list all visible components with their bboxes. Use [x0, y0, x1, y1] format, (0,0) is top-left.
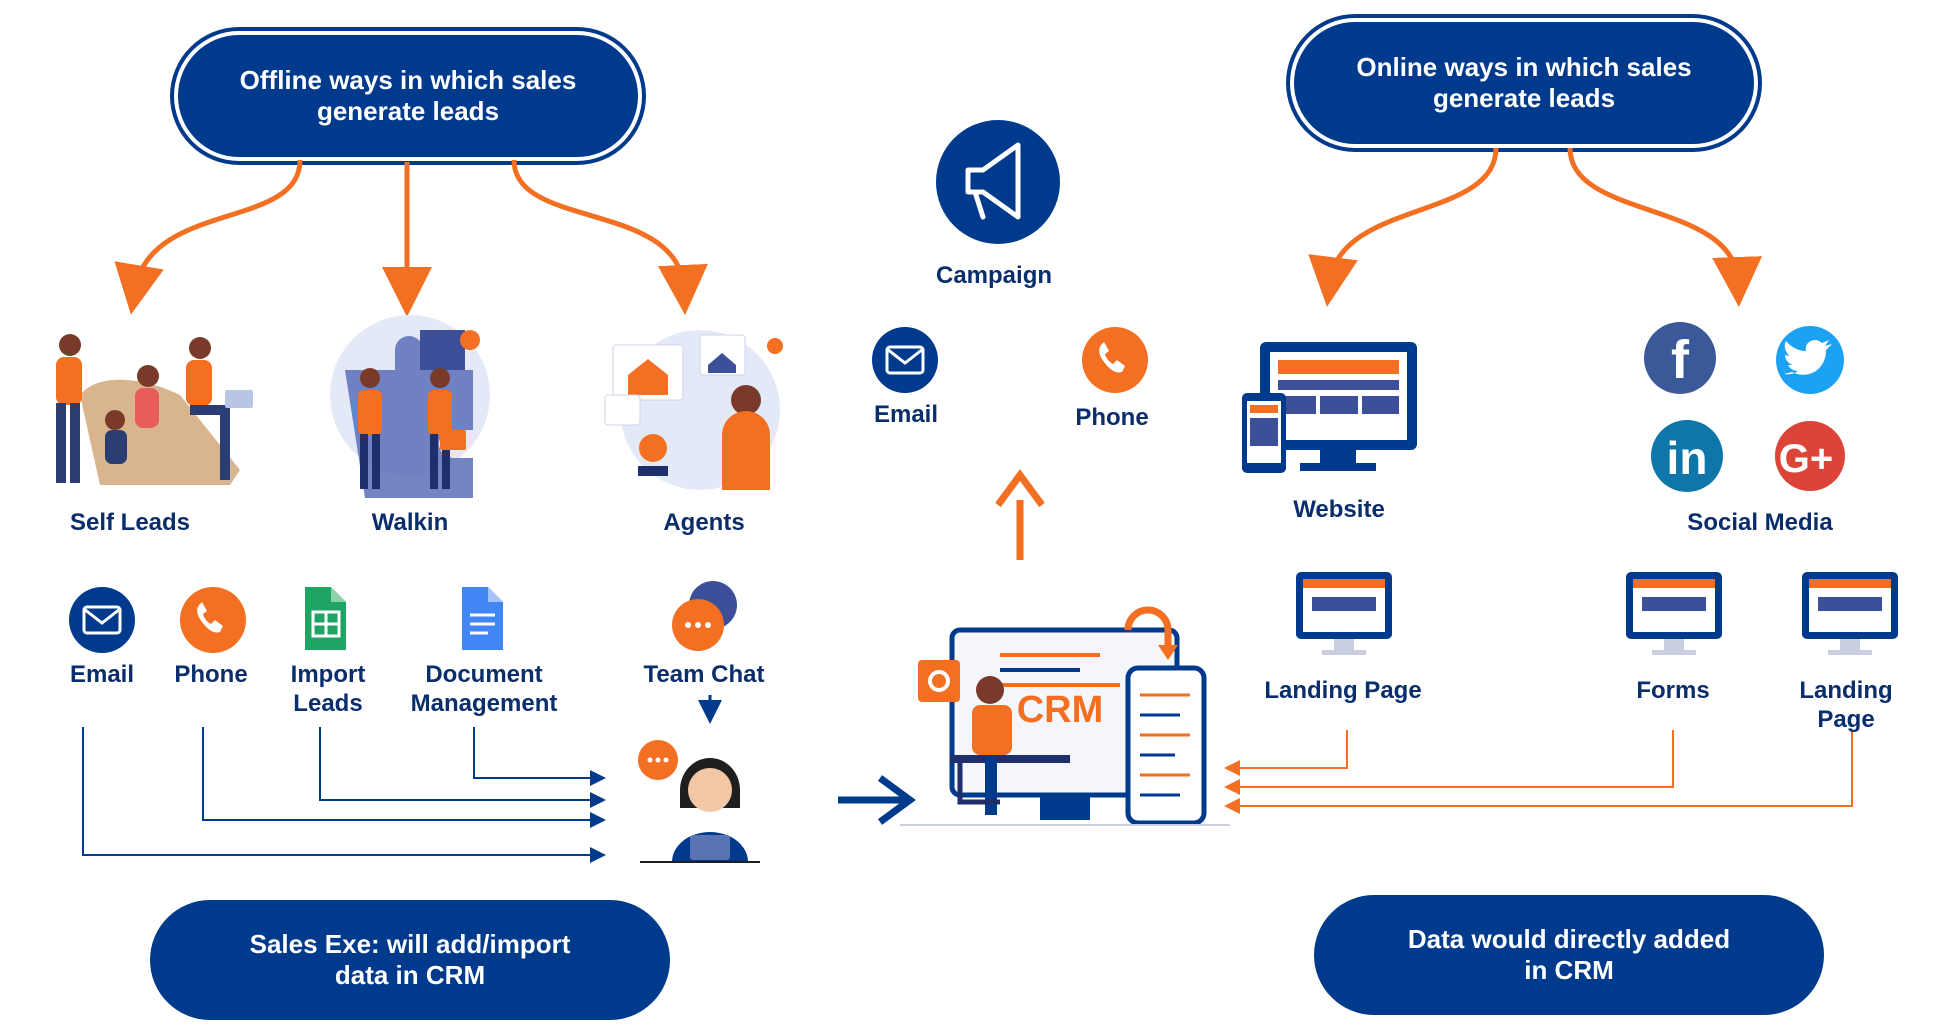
- offline-header: Offline ways in which sales generate lea…: [178, 35, 638, 157]
- google-plus-icon: G+: [1775, 421, 1845, 491]
- offline-email-icon: [69, 587, 135, 653]
- svg-text:in: in: [1667, 432, 1708, 484]
- connector-landing-page-1: [1224, 730, 1348, 776]
- crm-text: CRM: [1017, 689, 1104, 731]
- twitter-icon: [1776, 326, 1844, 394]
- connector-document: [473, 727, 606, 786]
- online-channel-connectors: [1224, 730, 1853, 814]
- landing-page-2-label: Landing Page: [1799, 677, 1893, 733]
- offline-document-icon: [462, 587, 503, 650]
- offline-branch-arrows: [114, 159, 708, 317]
- offline-spreadsheet-icon: [305, 587, 346, 650]
- offline-chat-bubbles-icon: [672, 581, 737, 651]
- center-phone-label: Phone: [1075, 404, 1149, 431]
- facebook-icon: f: [1644, 322, 1716, 394]
- offline-footer-text: Sales Exe: will add/import data in CRM: [249, 929, 571, 990]
- landing-page-1-icon: [1296, 572, 1392, 655]
- center-email-label: Email: [873, 401, 939, 428]
- sales-exec-to-crm-arrow: [838, 775, 916, 825]
- crm-illustration: [900, 606, 1230, 826]
- svg-text:f: f: [1671, 330, 1690, 390]
- offline-footer: Sales Exe: will add/import data in CRM: [150, 900, 670, 1020]
- connector-email: [82, 727, 606, 863]
- arrow-to-agents: [511, 159, 708, 315]
- sales-exec-illustration: [638, 740, 760, 863]
- import-leads-label: Import Leads: [290, 661, 366, 717]
- campaign-megaphone-icon: [936, 120, 1060, 244]
- crm-to-campaign-arrow: [995, 469, 1045, 560]
- online-header: Online ways in which sales generate lead…: [1294, 22, 1754, 144]
- self-leads-illustration: [56, 334, 253, 485]
- arrow-to-social-media: [1567, 147, 1763, 307]
- agents-illustration: [604, 330, 783, 490]
- arrow-to-website: [1308, 147, 1499, 307]
- offline-email-label: Email: [69, 661, 135, 688]
- online-footer-text: Data would directly added in CRM: [1407, 924, 1731, 985]
- agents-label: Agents: [663, 509, 745, 536]
- landing-page-1-label: Landing Page: [1264, 677, 1422, 704]
- offline-phone-label: Phone: [174, 661, 248, 688]
- online-footer: Data would directly added in CRM: [1314, 895, 1824, 1015]
- arrow-to-self-leads: [114, 159, 303, 315]
- website-label: Website: [1293, 496, 1385, 523]
- website-illustration: [1242, 342, 1417, 473]
- self-leads-label: Self Leads: [69, 509, 191, 536]
- landing-page-2-icon: [1802, 572, 1898, 655]
- offline-header-text: Offline ways in which sales generate lea…: [239, 65, 577, 126]
- offline-phone-icon: [180, 587, 246, 653]
- social-media-label: Social Media: [1687, 509, 1833, 536]
- connector-phone: [202, 727, 606, 828]
- walkin-label: Walkin: [371, 509, 449, 536]
- center-phone-icon: [1082, 327, 1148, 393]
- connector-import: [319, 727, 606, 808]
- walkin-illustration: [330, 315, 490, 498]
- center-email-icon: [872, 327, 938, 393]
- document-management-label: Document Management: [410, 661, 558, 717]
- online-branch-arrows: [1308, 147, 1763, 307]
- forms-label: Forms: [1636, 677, 1710, 704]
- linkedin-icon: in: [1651, 420, 1723, 492]
- team-chat-label: Team Chat: [643, 661, 765, 688]
- svg-text:G+: G+: [1779, 437, 1833, 481]
- forms-icon: [1626, 572, 1722, 655]
- connector-forms: [1224, 730, 1674, 795]
- connector-landing-page-2: [1224, 730, 1853, 814]
- online-header-text: Online ways in which sales generate lead…: [1356, 52, 1692, 113]
- campaign-label: Campaign: [935, 262, 1053, 289]
- offline-channel-connectors: [82, 695, 722, 863]
